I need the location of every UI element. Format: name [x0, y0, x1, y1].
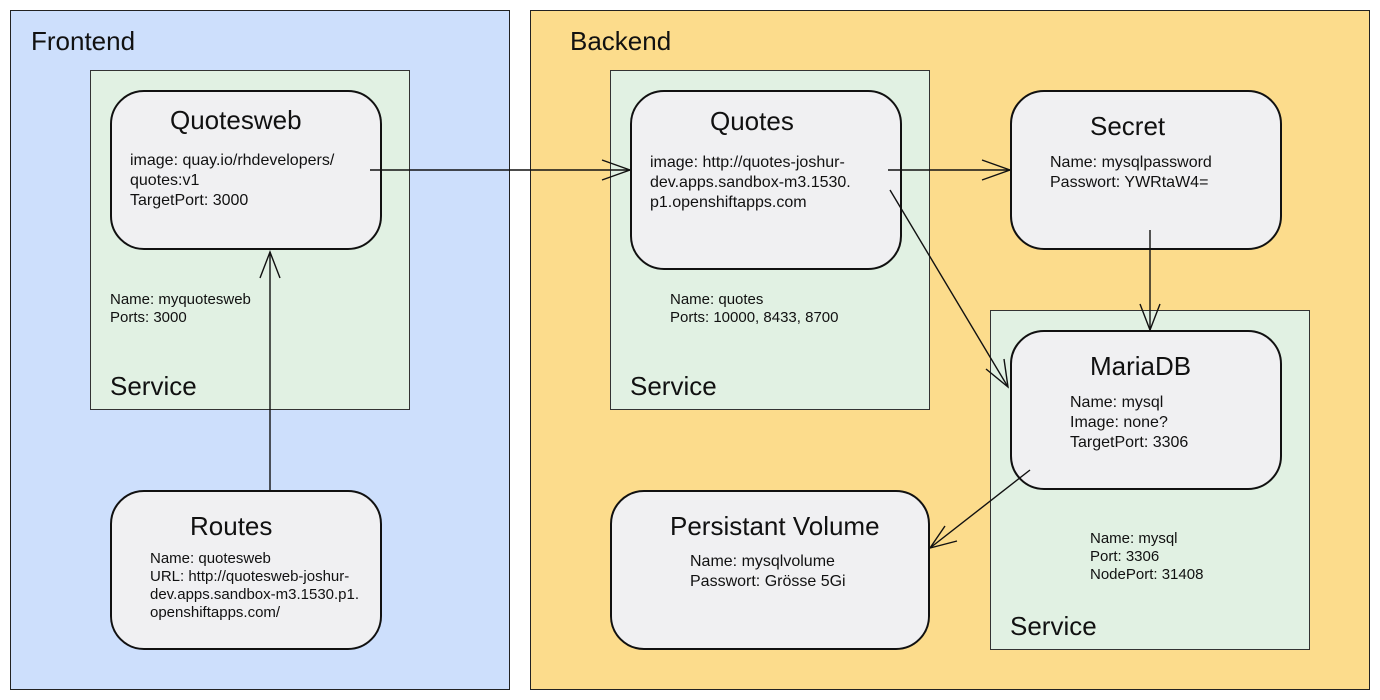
- volume-node: [610, 490, 930, 650]
- quotesweb-title: Quotesweb: [170, 105, 302, 135]
- mariadb-node: [1010, 330, 1282, 490]
- secret-title: Secret: [1090, 111, 1166, 141]
- quotesweb-service-details: Name: myquotesweb Ports: 3000: [110, 291, 251, 326]
- volume-details: Name: mysqlvolume Passwort: Grösse 5Gi: [690, 553, 846, 590]
- secret-details: Name: mysqlpassword Passwort: YWRtaW4=: [1050, 154, 1212, 191]
- quotes-service-label: Service: [630, 371, 717, 401]
- quotesweb-node: [110, 90, 382, 250]
- backend-zone-title: Backend: [570, 26, 672, 56]
- mariadb-details: Name: mysql Image: none? TargetPort: 330…: [1070, 394, 1189, 451]
- routes-title: Routes: [190, 511, 273, 541]
- mariadb-title: MariaDB: [1090, 351, 1192, 381]
- routes-details: Name: quotesweb URL: http://quotesweb-jo…: [150, 550, 360, 621]
- quotes-service-details: Name: quotes Ports: 10000, 8433, 8700: [670, 291, 839, 326]
- mariadb-service-label: Service: [1010, 611, 1097, 641]
- mariadb-service-details: Name: mysql Port: 3306 NodePort: 31408: [1090, 530, 1204, 583]
- volume-title: Persistant Volume: [670, 511, 880, 541]
- routes-node: [110, 490, 382, 650]
- quotes-details: image: http://quotes-joshur- dev.apps.sa…: [650, 154, 851, 211]
- secret-node: [1010, 90, 1282, 250]
- quotesweb-service-label: Service: [110, 371, 197, 401]
- quotesweb-details: image: quay.io/rhdevelopers/ quotes:v1 T…: [130, 152, 335, 209]
- frontend-zone-title: Frontend: [31, 26, 136, 56]
- quotes-title: Quotes: [710, 106, 794, 136]
